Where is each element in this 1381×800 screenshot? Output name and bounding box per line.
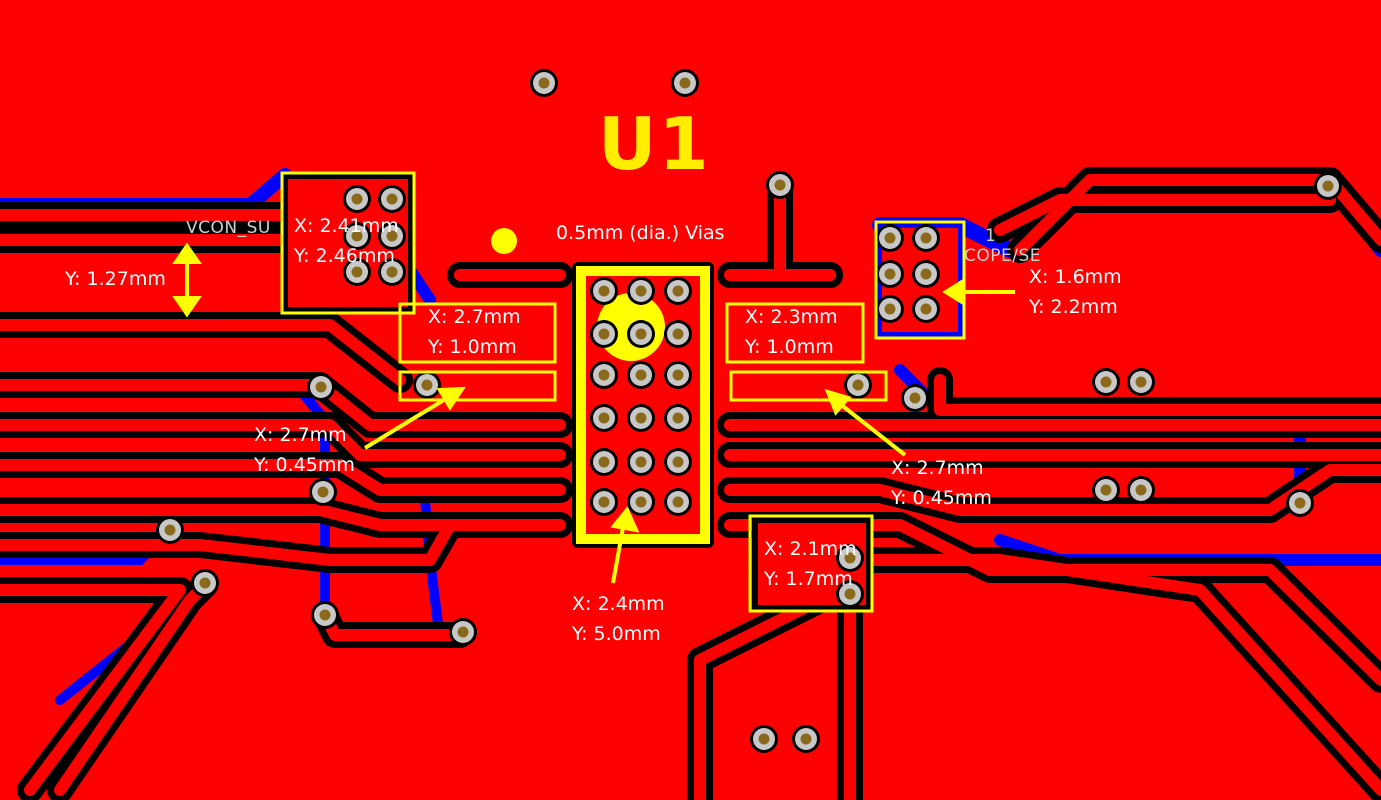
dimension-x: X: 2.7mm [891,457,984,479]
pitch-label: Y: 1.27mm [65,268,166,290]
dimension-y: Y: 1.0mm [428,336,517,358]
pad-left-thin-label: X: 2.7mm Y: 0.45mm [254,420,355,480]
dimension-y: Y: 2.2mm [1029,296,1118,318]
dimension-y: Y: 2.46mm [294,245,395,267]
thermal-pad-label: X: 2.4mm Y: 5.0mm [572,589,665,649]
dimension-y: Y: 5.0mm [572,623,661,645]
dimension-y: Y: 0.45mm [254,454,355,476]
dimension-x: X: 2.4mm [572,593,665,615]
vias-note: 0.5mm (dia.) Vias [556,222,725,244]
pad-right-big-label: X: 2.3mm Y: 1.0mm [745,302,838,362]
dimension-y: Y: 1.7mm [764,568,853,590]
silkscreen-net-right-a: 1 [985,226,997,246]
dimension-x: X: 1.6mm [1029,266,1122,288]
annotation-arrows [172,242,1015,584]
pad-right-vias-label: X: 1.6mm Y: 2.2mm [1029,262,1122,322]
via-group [156,69,1342,753]
dimension-y: Y: 0.45mm [891,487,992,509]
pad-left-big-label: X: 2.7mm Y: 1.0mm [428,302,521,362]
dimension-x: X: 2.3mm [745,306,838,328]
silkscreen-net-left: VCON_SU [186,218,271,238]
pad-topleft-label: X: 2.41mm Y: 2.46mm [294,211,399,271]
dimension-x: X: 2.41mm [294,215,399,237]
dimension-x: X: 2.7mm [428,306,521,328]
silkscreen-net-right-b: COPE/SE [964,246,1042,266]
component-refdes: U1 [598,102,711,186]
annotation-boxes [280,171,966,613]
dimension-x: X: 2.7mm [254,424,347,446]
dimension-x: X: 2.1mm [764,538,857,560]
dimension-y: Y: 1.0mm [745,336,834,358]
pad-bottomright-label: X: 2.1mm Y: 1.7mm [764,534,857,594]
pad-right-thin-label: X: 2.7mm Y: 0.45mm [891,453,992,513]
